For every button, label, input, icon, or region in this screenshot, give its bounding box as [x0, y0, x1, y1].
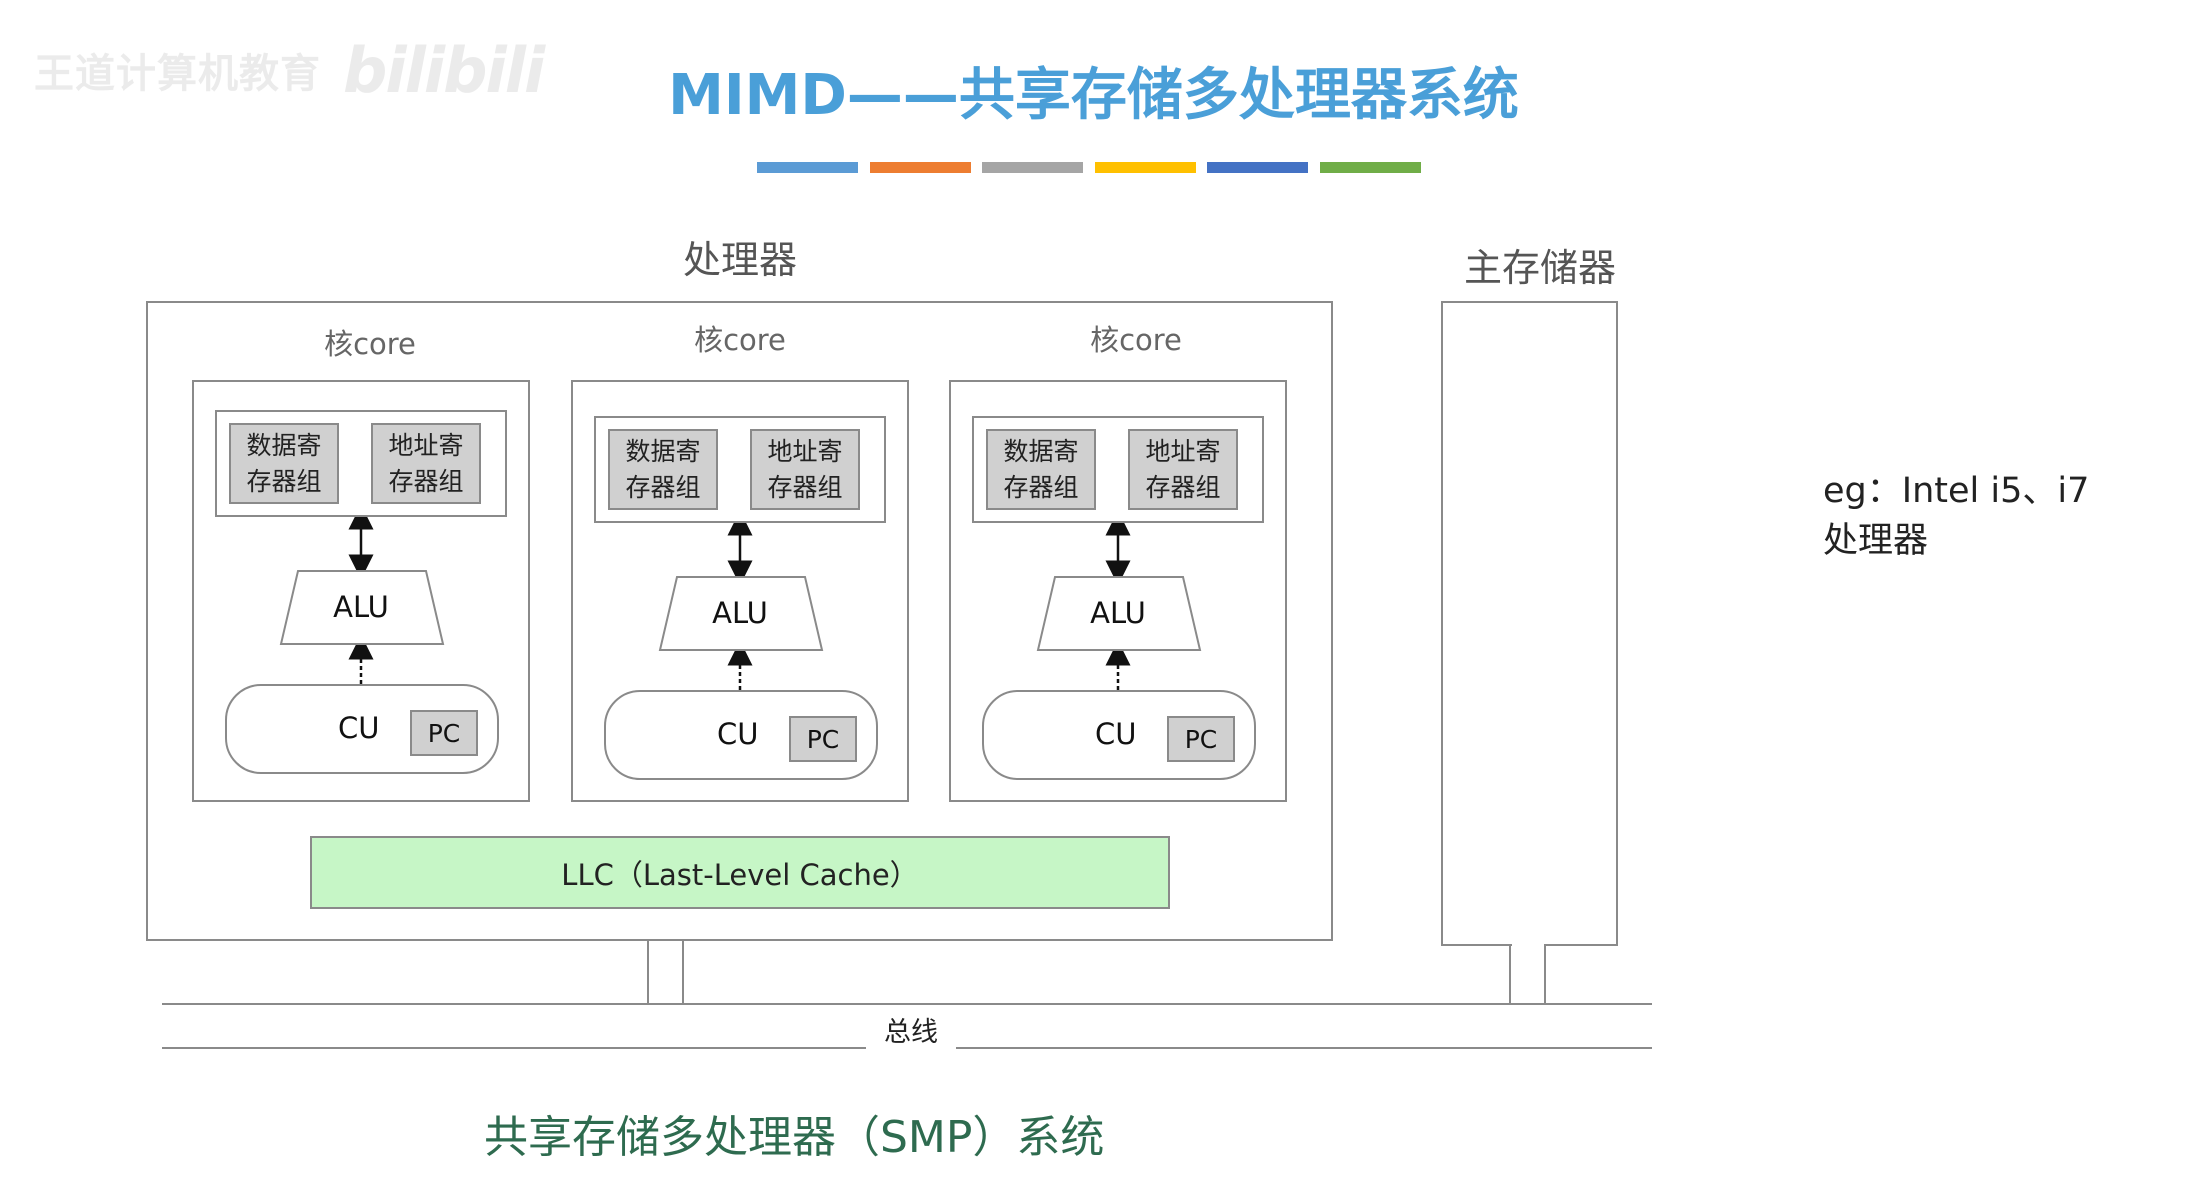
- core2-alu-shape: [658, 576, 824, 651]
- core3-data-reg-line1: 数据寄: [1003, 436, 1079, 466]
- core3-addr-reg-line2: 存器组: [1145, 472, 1221, 502]
- example-line2: 处理器: [1823, 521, 1929, 561]
- core1-label: 核core: [324, 327, 416, 361]
- core1-addr-reg-line1: 地址寄: [388, 430, 464, 460]
- core2-label: 核core: [694, 323, 786, 357]
- color-bar-3: [982, 162, 1083, 173]
- core3-alu-shape: [1036, 576, 1202, 651]
- core2-addr-reg-line1: 地址寄: [767, 436, 843, 466]
- core2-cu-label: CU: [717, 717, 759, 751]
- core1-program-counter: PC: [410, 710, 478, 756]
- core3-cu-label: CU: [1095, 717, 1137, 751]
- processor-box: [146, 301, 1333, 941]
- memory-label: 主存储器: [1463, 246, 1616, 290]
- processor-label: 处理器: [682, 238, 797, 282]
- llc-cache: LLC（Last-Level Cache）: [310, 836, 1170, 909]
- core2-data-registers: 数据寄 存器组: [608, 429, 718, 510]
- core3-addr-reg-line1: 地址寄: [1145, 436, 1221, 466]
- core1-addr-reg-line2: 存器组: [388, 466, 464, 496]
- slide-title: MIMD——共享存储多处理器系统: [668, 63, 1519, 128]
- core2-box: [571, 380, 909, 802]
- bilibili-logo: bilibili: [343, 33, 545, 107]
- title-color-bars: [757, 162, 1432, 173]
- core3-program-counter: PC: [1167, 716, 1235, 762]
- core1-data-reg-line2: 存器组: [246, 466, 322, 496]
- core3-alu-label: ALU: [1090, 596, 1146, 630]
- watermark: 王道计算机教育 bilibili: [34, 30, 545, 110]
- memory-connector-gap: [1512, 942, 1544, 948]
- core2-data-reg-line2: 存器组: [625, 472, 701, 502]
- core2-addr-reg-line2: 存器组: [767, 472, 843, 502]
- core2-alu-label: ALU: [712, 596, 768, 630]
- core3-address-registers: 地址寄 存器组: [1128, 429, 1238, 510]
- core1-cu-label: CU: [338, 711, 380, 745]
- core2-data-reg-line1: 数据寄: [625, 436, 701, 466]
- diagram-caption: 共享存储多处理器（SMP）系统: [484, 1112, 1105, 1163]
- core3-box: [949, 380, 1287, 802]
- core1-data-reg-line1: 数据寄: [246, 430, 322, 460]
- watermark-text: 王道计算机教育: [34, 51, 321, 97]
- example-text: eg：Intel i5、i7 处理器: [1823, 466, 2089, 566]
- core1-box: [192, 380, 530, 802]
- main-memory-box: [1441, 301, 1618, 946]
- core1-address-registers: 地址寄 存器组: [371, 423, 481, 504]
- core3-label: 核core: [1090, 323, 1182, 357]
- core1-data-registers: 数据寄 存器组: [229, 423, 339, 504]
- color-bar-6: [1319, 162, 1421, 173]
- color-bar-5: [1207, 162, 1308, 173]
- color-bar-2: [869, 162, 971, 173]
- core1-alu-label: ALU: [333, 590, 389, 624]
- core3-data-reg-line2: 存器组: [1003, 472, 1079, 502]
- color-bar-4: [1094, 162, 1196, 173]
- core2-address-registers: 地址寄 存器组: [750, 429, 860, 510]
- example-line1: eg：Intel i5、i7: [1823, 471, 2090, 511]
- core1-alu-shape: [279, 570, 445, 645]
- core2-program-counter: PC: [789, 716, 857, 762]
- core3-data-registers: 数据寄 存器组: [986, 429, 1096, 510]
- bus-label: 总线: [866, 1010, 956, 1049]
- color-bar-1: [757, 162, 858, 173]
